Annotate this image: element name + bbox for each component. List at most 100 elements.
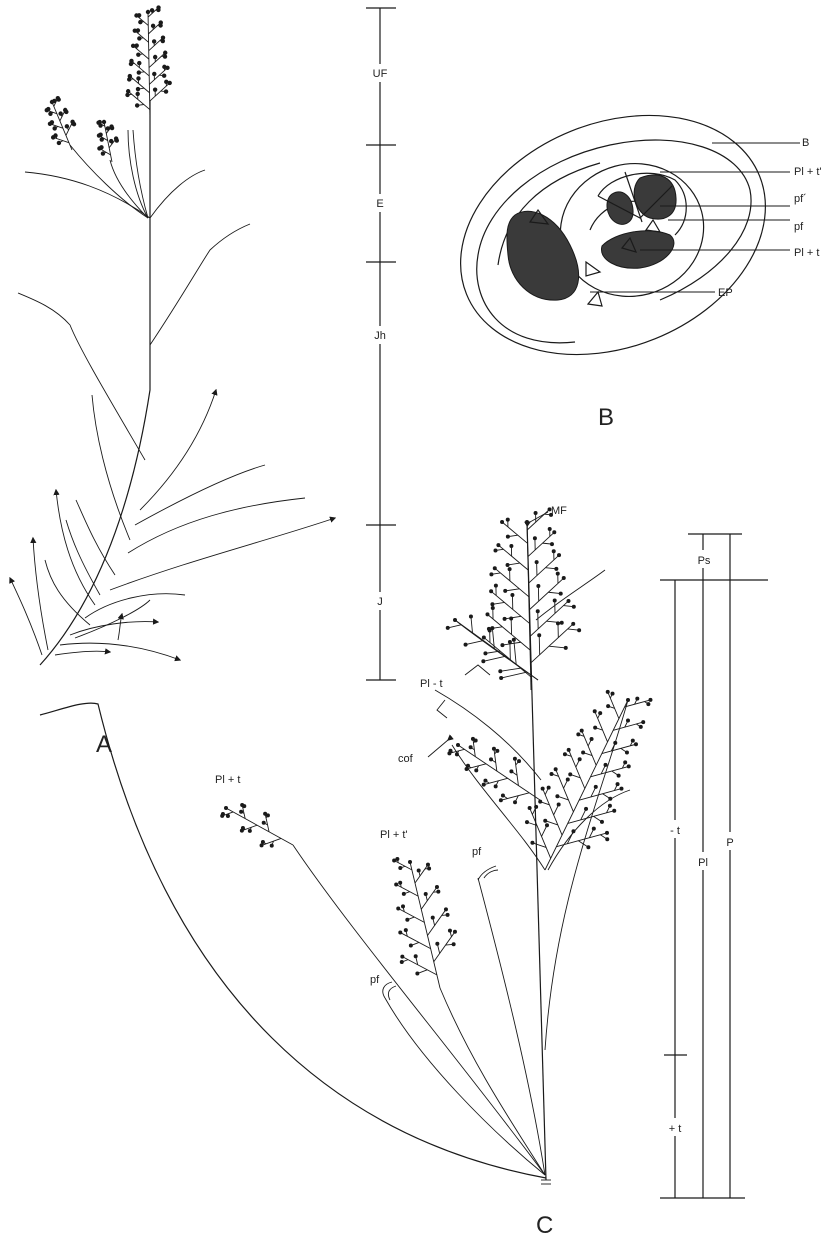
spikelet (70, 120, 74, 124)
spikelet (396, 907, 400, 911)
leaf (25, 172, 150, 218)
spikelet (567, 748, 571, 752)
panicle-axis (501, 672, 527, 678)
spikelet (543, 819, 547, 823)
spikelet (240, 803, 244, 807)
panel-a-plant (10, 5, 335, 665)
leaf (85, 594, 185, 618)
panicle-axis (530, 808, 551, 858)
spikelet (564, 646, 568, 650)
spikelet (490, 602, 494, 606)
spikelet (415, 972, 419, 976)
spikelet (581, 751, 585, 755)
spikelet (165, 66, 169, 70)
panicle-axis (149, 53, 165, 68)
spikelet (491, 606, 495, 610)
panel-a-letter: A (96, 731, 112, 758)
spikelet (535, 560, 539, 564)
spikelet (248, 829, 252, 833)
spikelet (494, 784, 498, 788)
spikelet (63, 108, 67, 112)
spikelet (65, 124, 69, 128)
panicle-axis (484, 637, 531, 676)
spikelet (508, 567, 512, 571)
spikelet (136, 52, 140, 56)
spikelet (593, 726, 597, 730)
spikelet (568, 772, 572, 776)
leaf (75, 600, 150, 638)
label-pl-plus-t: Pl + t (794, 247, 819, 259)
leaf (66, 520, 100, 595)
spikelet (483, 651, 487, 655)
spikelet (260, 843, 264, 847)
panicle-axis (505, 589, 519, 591)
branch-pf-lower (385, 998, 545, 1175)
spikelet (48, 112, 52, 116)
spikelet (648, 698, 652, 702)
spikelet (534, 511, 538, 515)
spikelet (465, 767, 469, 771)
panel-c-letter: C (536, 1212, 553, 1239)
spikelet (48, 122, 52, 126)
panel-b-letter: B (598, 404, 614, 431)
spikelet (483, 779, 487, 783)
spikelet (224, 806, 228, 810)
spikelet (164, 89, 168, 93)
panel-c-zone-scale: Ps - t Pl P + t (660, 534, 768, 1198)
spikelet (138, 20, 142, 24)
spikelet (493, 566, 497, 570)
spikelet (163, 54, 167, 58)
spikelet (496, 543, 500, 547)
main-culm (40, 100, 150, 665)
spikelet (394, 883, 398, 887)
panicle-axis (545, 700, 628, 870)
spikelet (517, 759, 521, 763)
spikelet (97, 133, 101, 137)
spikelet (594, 785, 598, 789)
panicle-axis (582, 731, 596, 766)
label-mf: MF (551, 505, 567, 517)
spikelet (444, 907, 448, 911)
spikelet (550, 542, 554, 546)
spikelet (446, 913, 450, 917)
spikelet (452, 942, 456, 946)
spikelet (150, 8, 154, 12)
spikelet (498, 669, 502, 673)
spikelet (578, 757, 582, 761)
spikelet (427, 866, 431, 870)
spikelet (571, 622, 575, 626)
spikelet (162, 73, 166, 77)
panicle-axis (527, 509, 549, 530)
panicle-axis (498, 545, 528, 570)
spikelet (538, 800, 542, 804)
spikelet (136, 76, 140, 80)
spikelet (134, 13, 138, 17)
spikelet (627, 764, 631, 768)
panicle-axis (529, 578, 564, 610)
spikelet (398, 866, 402, 870)
spikelet (593, 709, 597, 713)
panicle-axis (396, 885, 418, 897)
spikelet (163, 51, 167, 55)
spikelet (57, 141, 61, 145)
branch-pl-plus-t-prime (440, 988, 545, 1175)
spikelet (471, 737, 475, 741)
spikelet (161, 35, 165, 39)
spikelet (400, 960, 404, 964)
spikelet (634, 742, 638, 746)
leaf (128, 498, 305, 553)
panicle-axis (466, 641, 484, 645)
spikelet (402, 892, 406, 896)
spikelet (635, 697, 639, 701)
spikelet (109, 124, 113, 128)
spikelet (600, 820, 604, 824)
branch-arrow (70, 622, 158, 635)
enclosed-body-large (507, 211, 579, 300)
spikelet (499, 798, 503, 802)
enclosed-body (601, 231, 673, 269)
spikelet (492, 747, 496, 751)
spikelet (431, 916, 435, 920)
spikelet (101, 151, 105, 155)
spikelet (490, 626, 494, 630)
panicle-axis (495, 568, 529, 596)
